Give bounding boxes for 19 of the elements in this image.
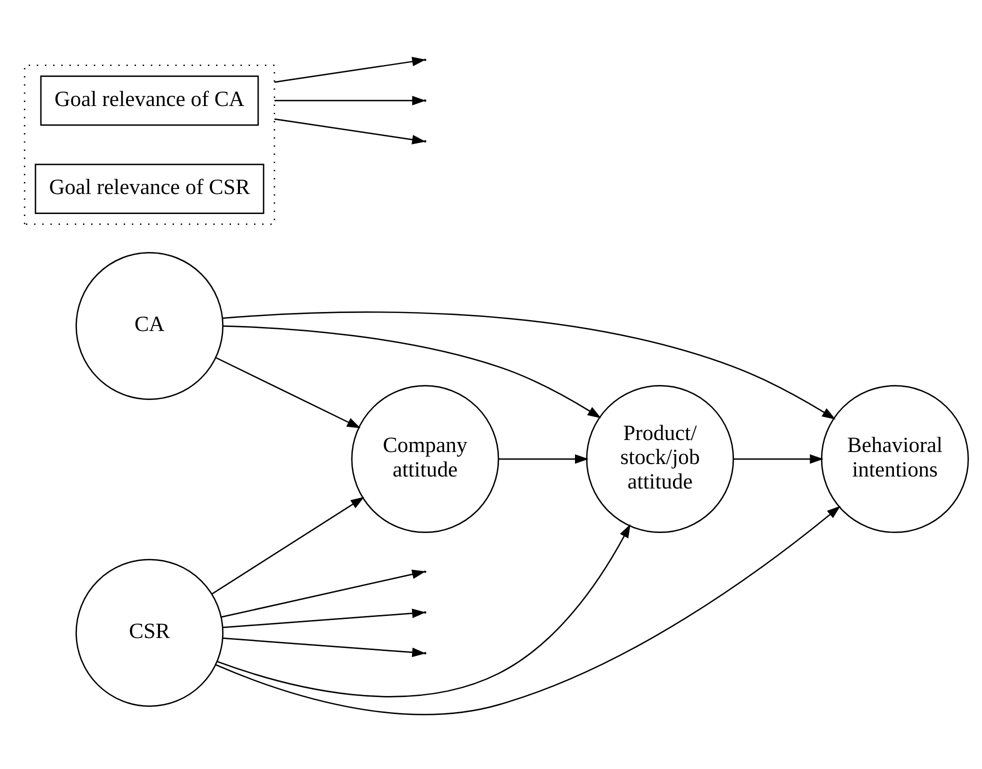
arrow [274, 118, 426, 144]
arrow [274, 96, 426, 106]
arrow [734, 454, 824, 464]
arrow [223, 325, 602, 418]
arrow [216, 357, 361, 428]
arrow [217, 524, 630, 698]
arrow [222, 638, 426, 658]
node-box: Goal relevance of CA [40, 75, 259, 126]
arrow [274, 56, 426, 83]
node-circle: CA [76, 252, 224, 400]
arrow [215, 506, 840, 716]
node-circle: CSR [76, 558, 224, 707]
arrow [498, 454, 589, 464]
arrow [222, 311, 836, 420]
arrow [221, 570, 426, 618]
cluster [24, 64, 276, 225]
node-box: Goal relevance of CSR [34, 164, 264, 214]
arrow [211, 496, 364, 595]
arrow [222, 608, 426, 628]
